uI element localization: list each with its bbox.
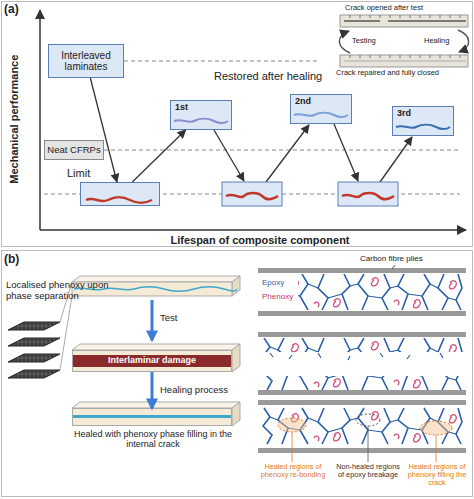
panel-label: (a): [4, 3, 19, 16]
panel-label: (b): [4, 253, 19, 266]
cycle-number: 1st: [175, 103, 227, 113]
healed-region: [420, 421, 452, 435]
cycle-number: 2nd: [295, 97, 347, 107]
healed-crack: [396, 125, 450, 130]
broken-chain: [270, 353, 443, 360]
carbon-ply: [8, 338, 60, 346]
process-label: Test: [160, 313, 177, 324]
polymer-network: [263, 338, 462, 374]
limit-box: [338, 182, 398, 206]
photo-caption: Crack repaired and fully closed: [336, 69, 439, 77]
ruler-ticks: [350, 55, 460, 58]
box-text: Neat CFRPs: [47, 145, 100, 155]
leader-line: [392, 265, 395, 269]
leader-line: [292, 432, 293, 462]
part-label: Epoxy: [262, 279, 284, 288]
cycle-label: Healing: [424, 37, 449, 45]
transition-arrow: [132, 130, 185, 182]
laminate-side: [232, 402, 240, 426]
limit-box: [222, 182, 282, 206]
leader-line: [368, 426, 369, 462]
non-healed-region: [356, 414, 380, 426]
healed-crack: [174, 119, 228, 124]
axis-title: Lifespan of composite component: [130, 234, 390, 246]
edge-label: Healing process: [160, 384, 228, 395]
fibre-ply: [258, 311, 466, 316]
carbon-ply: [8, 354, 60, 362]
damaged-laminate: Interlaminar damage: [72, 350, 232, 372]
annotation: Restored after healing: [214, 70, 322, 82]
specimen-photo: [340, 55, 468, 67]
fibre-ply: [258, 390, 466, 395]
part-label: Phenoxy: [262, 293, 293, 302]
healing-cycle-box: 3rd: [392, 106, 454, 136]
cycle-arrow: [339, 31, 350, 53]
region-label: Healed regions of phenoxy re-bonding: [256, 463, 330, 479]
panel-frame: [2, 251, 473, 497]
leader-line: [436, 435, 437, 462]
specimen-photo: [340, 15, 468, 27]
healed-region: [278, 418, 306, 432]
photo-caption: Crack opened after test: [345, 4, 423, 12]
carbon-ply: [8, 370, 60, 378]
fibre-ply: [258, 448, 466, 453]
fibre-ply: [258, 332, 466, 337]
level-box: Neat CFRPs: [44, 140, 104, 160]
y-axis: [39, 10, 41, 230]
axis-title: Mechanical performance: [8, 39, 20, 199]
region-label: Non-healed regions of epoxy breakage: [334, 463, 402, 479]
box-text: Interleaved laminates: [49, 50, 123, 72]
healing-cycle-box: 1st: [170, 100, 232, 130]
process-arrow: [151, 372, 154, 408]
polymer-network: [263, 408, 462, 444]
healed-crack: [294, 113, 348, 118]
limit-box: Limit: [80, 182, 160, 206]
region-label: Healed regions of phenoxy filling the cr…: [404, 463, 470, 488]
crack-line: [86, 197, 152, 203]
fibre-ply: [258, 400, 466, 405]
crack-line: [342, 193, 394, 199]
laminate-side: [232, 276, 240, 296]
fibre-ply: [258, 268, 466, 273]
cycle-number: 3rd: [397, 109, 449, 119]
zigzag-arrow: [334, 124, 358, 181]
polymer-network: [263, 354, 462, 390]
laminate-text: Interlaminar damage: [108, 356, 196, 366]
transition-arrow: [90, 78, 117, 182]
level-box: Interleaved laminates: [48, 44, 124, 78]
carbon-ply: [8, 322, 60, 330]
cycle-arrow: [458, 30, 469, 52]
x-axis: [40, 229, 466, 231]
healed-laminate: Healed with phenoxy phase filling in the…: [72, 408, 232, 426]
zigzag-arrow: [214, 130, 244, 181]
zigzag-arrow: [380, 137, 412, 182]
laminate-side: [232, 344, 240, 372]
ruler-ticks: [350, 15, 460, 18]
test-arrow: [151, 300, 154, 340]
level-line: [124, 61, 318, 62]
panel-frame: [2, 2, 473, 247]
zoom-line: [60, 296, 72, 370]
specimen-joint: [344, 61, 466, 62]
laminate-caption: Healed with phenoxy phase filling in the…: [67, 430, 239, 450]
annotation: Localised phenoxy upon phase separation: [6, 280, 110, 301]
level-line: [104, 150, 460, 151]
specimen-crack: [344, 20, 466, 22]
limit-label: Limit: [67, 167, 90, 179]
part-label: Carbon fibre plies: [360, 255, 423, 264]
polymer-network: [263, 274, 462, 310]
cycle-label: Testing: [352, 37, 376, 45]
healing-cycle-box: 2nd: [290, 94, 352, 124]
zigzag-arrow: [266, 125, 309, 182]
crack-line: [226, 193, 278, 199]
